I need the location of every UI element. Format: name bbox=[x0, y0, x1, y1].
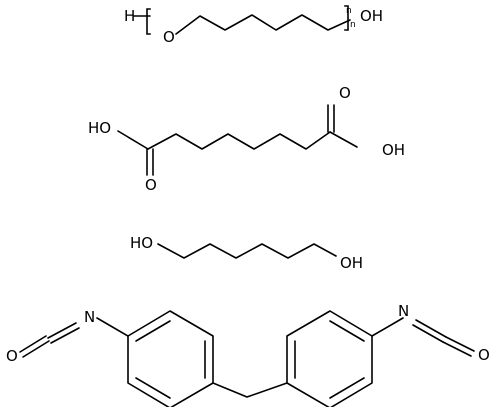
right-isocyanate-nitrogen-label: N bbox=[398, 302, 409, 320]
left-n-c-bond-1 bbox=[47, 322, 77, 339]
right-carbonyl-oxygen-label: O bbox=[339, 84, 351, 102]
left-hydroxyl-label: HO bbox=[88, 119, 111, 137]
right-ring-double-2 bbox=[329, 320, 365, 342]
left-isocyanate-oxygen-label: O bbox=[6, 347, 18, 365]
left-c-oh-bond bbox=[117, 130, 149, 150]
right-c-o-bond-1 bbox=[445, 336, 475, 352]
chain-backbone bbox=[175, 14, 351, 35]
butanediol-backbone bbox=[157, 243, 337, 259]
adipic-backbone bbox=[147, 131, 331, 150]
right-n-c-bond-1 bbox=[415, 319, 447, 338]
left-n-ring-bond bbox=[96, 317, 129, 337]
repeat-bracket-left bbox=[146, 8, 151, 35]
left-benzene-ring bbox=[127, 310, 214, 407]
methylene-bridge bbox=[212, 382, 288, 398]
right-ring-double-3 bbox=[329, 377, 365, 399]
left-hydroxyl-label: HO bbox=[130, 234, 153, 252]
right-benzene-ring bbox=[286, 310, 373, 407]
left-ring-double-1 bbox=[135, 320, 171, 342]
right-hydroxyl-label: OH bbox=[382, 141, 405, 159]
hydroxyl-label: OH bbox=[360, 7, 383, 25]
left-isocyanate-nitrogen-label: N bbox=[84, 308, 95, 326]
left-c-o-bond-1 bbox=[19, 335, 47, 353]
right-hydroxyl-label: OH bbox=[340, 254, 363, 272]
right-ring-n-bond bbox=[371, 317, 404, 337]
repeat-bracket-right bbox=[344, 5, 349, 31]
repeat-count-label: n bbox=[350, 20, 356, 30]
left-c-o-bond-2 bbox=[22, 340, 50, 358]
right-n-c-bond-2 bbox=[412, 324, 444, 343]
repeat-count-label-top: n bbox=[346, 6, 352, 16]
butanediol: HO OH bbox=[130, 234, 363, 272]
right-c-oh-bond bbox=[329, 131, 358, 148]
right-isocyanate-oxygen-label: O bbox=[478, 346, 490, 364]
left-ring-double-3 bbox=[135, 377, 171, 399]
left-n-c-bond-2 bbox=[50, 327, 80, 344]
adipic-acid: HO O O OH bbox=[88, 84, 405, 194]
end-hydrogen-label: H bbox=[124, 7, 135, 25]
right-c-o-bond-2 bbox=[442, 341, 472, 357]
left-carbonyl-oxygen-label: O bbox=[145, 176, 157, 194]
mdi: O N N O bbox=[6, 302, 490, 407]
chain-oxygen-label: O bbox=[163, 28, 175, 46]
polytetramethylene-glycol: H O n n OH bbox=[124, 5, 383, 46]
